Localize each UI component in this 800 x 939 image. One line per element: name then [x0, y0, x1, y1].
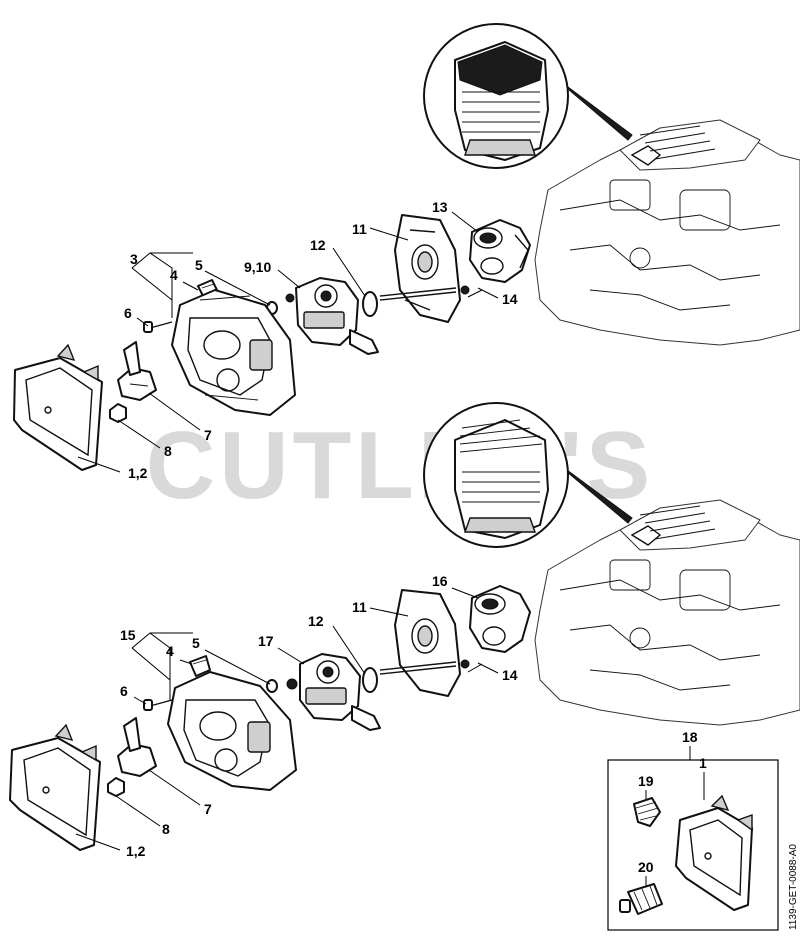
callout-top-1-2: 1,2	[128, 465, 148, 481]
callout-bottom-16: 16	[432, 573, 448, 589]
callout-top-12: 12	[310, 237, 326, 253]
callout-bottom-5: 5	[192, 635, 200, 651]
choke-7	[117, 341, 157, 401]
callout-kit-20: 20	[638, 859, 654, 875]
intake-manifold-16	[469, 585, 531, 653]
callout-bottom-4: 4	[166, 643, 174, 659]
callout-top-14: 14	[502, 291, 518, 307]
callout-bottom-12: 12	[308, 613, 324, 629]
top-assembly: 3 4 5 6 7 8 1,2 9,10 12 11 13 14	[13, 23, 800, 481]
callout-kit-19: 19	[638, 773, 654, 789]
nut-8	[109, 403, 127, 423]
callout-top-11: 11	[352, 221, 367, 237]
kit-box-18: 18 19 1 20	[607, 729, 779, 931]
engine-housing-bottom	[534, 499, 800, 726]
o-ring-5-bottom	[266, 679, 278, 693]
bottom-assembly: 15 4 5 6 7 8 1,2 17 12 11 16 14	[9, 402, 800, 859]
magnifier-cylinder-top	[423, 23, 633, 169]
callout-bottom-15: 15	[120, 627, 136, 643]
callout-top-3: 3	[130, 251, 138, 267]
callout-bottom-1-2: 1,2	[126, 843, 146, 859]
filter-base-3	[171, 289, 296, 416]
choke-7-bottom	[117, 717, 157, 777]
callout-bottom-14: 14	[502, 667, 518, 683]
intake-manifold-13	[469, 219, 531, 283]
flange-11	[379, 214, 470, 323]
flange-11-bottom	[379, 589, 470, 697]
buffer-4-bottom	[189, 655, 211, 677]
watermark-text: CUTLER'S	[146, 412, 654, 519]
screw-6	[143, 321, 173, 333]
callout-top-13: 13	[432, 199, 448, 215]
callout-bottom-8: 8	[162, 821, 170, 837]
callout-top-8: 8	[164, 443, 172, 459]
air-filter-1-2-bottom	[9, 723, 101, 851]
engine-housing-top	[534, 119, 800, 346]
kit-buffer-20: 20	[619, 859, 663, 915]
carburetor-9-10	[285, 277, 379, 355]
kit-buffer-19: 19	[633, 773, 661, 827]
callout-top-9-10: 9,10	[244, 259, 271, 275]
callout-bottom-11: 11	[352, 599, 367, 615]
air-filter-1-2	[13, 343, 103, 471]
filter-base-15	[167, 671, 297, 791]
kit-air-filter-1: 1	[675, 755, 753, 911]
nut-8-bottom	[107, 777, 125, 797]
callout-top-6: 6	[124, 305, 132, 321]
callout-top-4: 4	[170, 267, 178, 283]
callout-bottom-7: 7	[204, 801, 212, 817]
gasket-ring-12	[362, 291, 378, 317]
screw-6-bottom	[143, 699, 173, 711]
callout-top-5: 5	[195, 257, 203, 273]
leader-lines-bottom	[75, 587, 499, 851]
document-reference: 1139-GET-0088-A0	[788, 844, 799, 930]
gasket-ring-12-bottom	[362, 667, 378, 693]
callout-top-7: 7	[204, 427, 212, 443]
callout-kit-18: 18	[682, 729, 698, 745]
leader-lines-top	[77, 211, 499, 473]
callout-bottom-17: 17	[258, 633, 274, 649]
magnifier-cylinder-bottom	[423, 402, 633, 548]
callout-bottom-6: 6	[120, 683, 128, 699]
callout-kit-1: 1	[699, 755, 707, 771]
carburetor-17	[286, 653, 381, 731]
